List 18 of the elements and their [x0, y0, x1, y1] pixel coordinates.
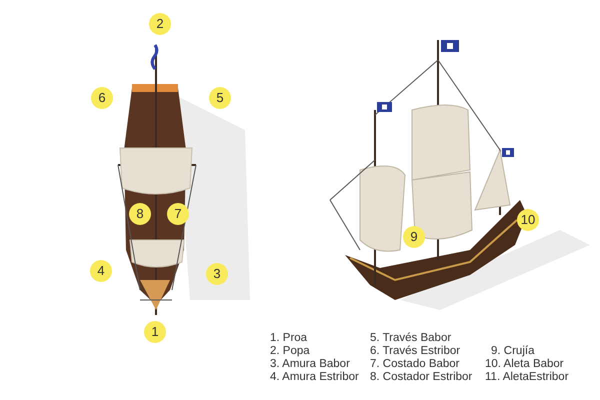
- legend-item: 10. Aleta Babor: [485, 358, 564, 371]
- legend-item: 9. Crujía: [491, 345, 534, 358]
- legend-item: 1. Proa: [270, 332, 308, 345]
- callout-number: 4: [90, 260, 112, 282]
- legend-item: 4. Amura Estribor: [270, 371, 359, 384]
- legend-item: 8. Costador Estribor: [370, 371, 472, 384]
- legend-item: 11. AletaEstribor: [485, 371, 569, 384]
- legend-item: 5. Través Babor: [370, 332, 452, 345]
- callout-number: 6: [91, 87, 113, 109]
- callout-number: 10: [517, 209, 539, 231]
- callout-number: 9: [403, 226, 425, 248]
- legend-item: 7. Costado Babor: [370, 358, 460, 371]
- callout-number: 1: [144, 321, 166, 343]
- callout-number: 5: [209, 87, 231, 109]
- legend-item: 2. Popa: [270, 345, 310, 358]
- callout-number: 2: [149, 13, 171, 35]
- legend-item: 6. Través Estribor: [370, 345, 460, 358]
- legend-item: 3. Amura Babor: [270, 358, 350, 371]
